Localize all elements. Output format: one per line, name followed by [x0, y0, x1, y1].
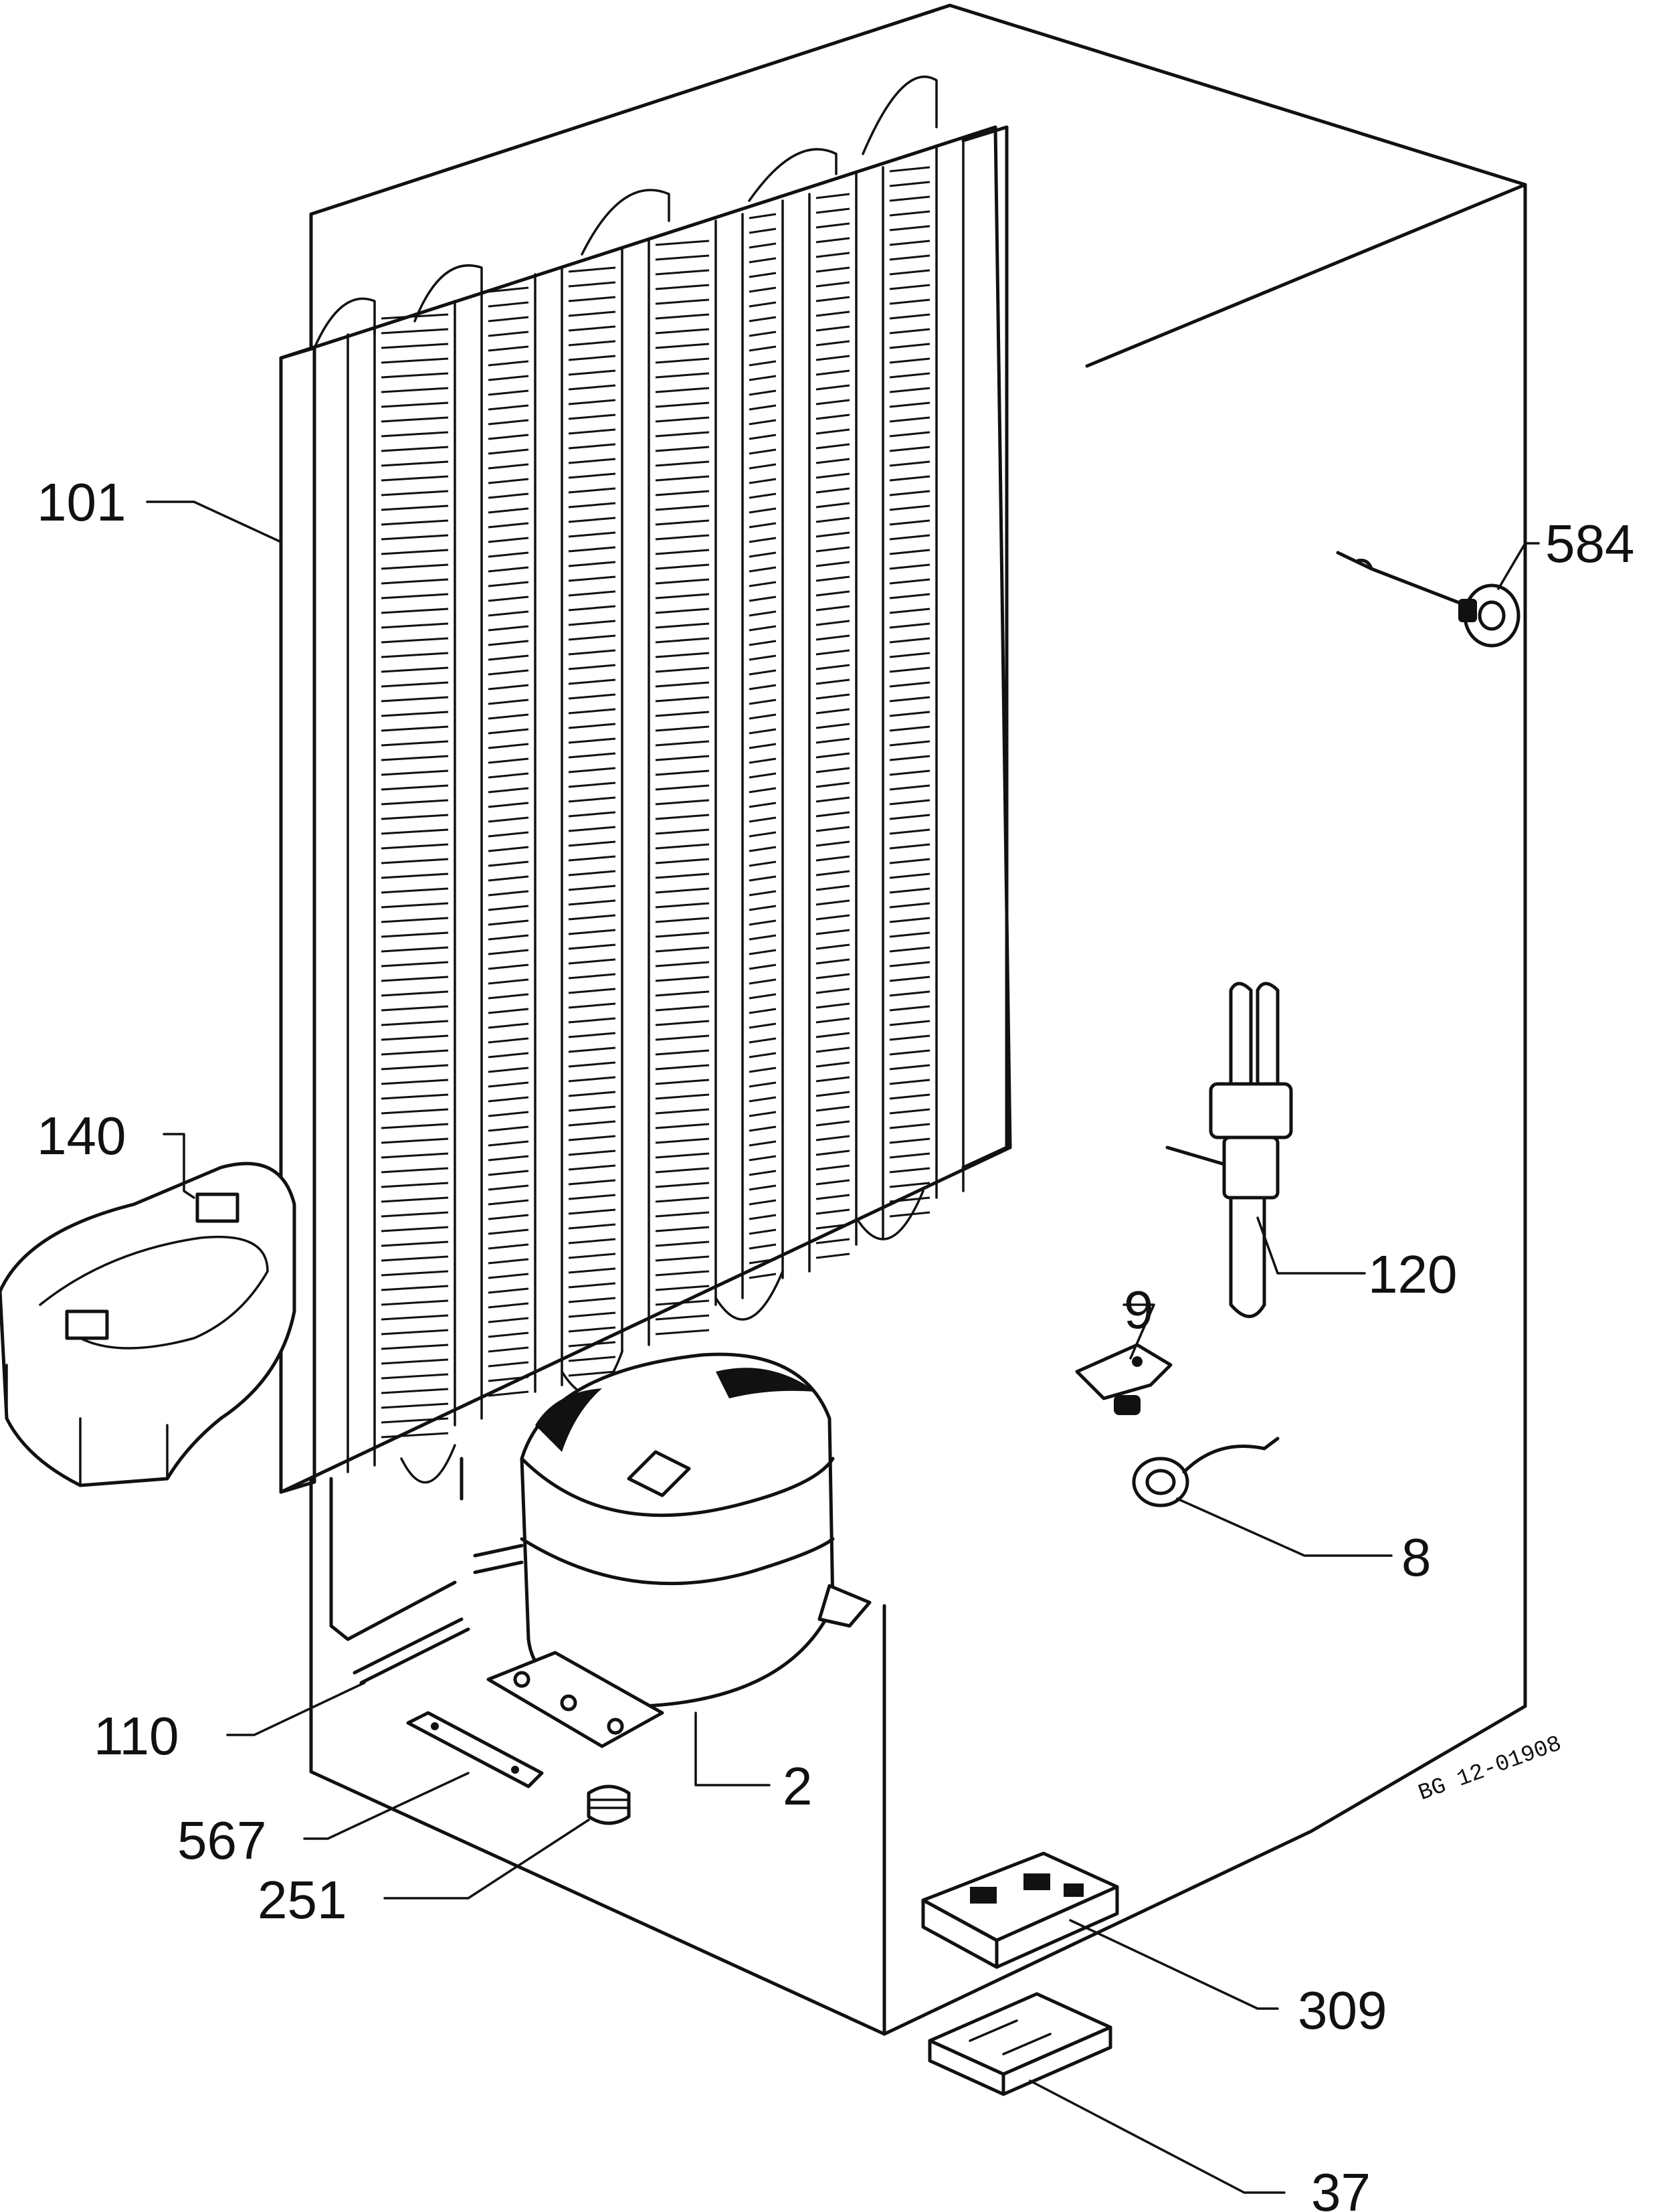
- drawing-code: BG 12-01908: [1415, 1732, 1565, 1807]
- condenser-fins: [381, 166, 930, 1439]
- part-120: [1165, 982, 1293, 1318]
- callout-140: 140: [37, 1106, 126, 1166]
- part-584: [1336, 551, 1520, 648]
- callout-584: 584: [1545, 514, 1634, 573]
- drip-tray-140: [0, 1162, 296, 1487]
- callout-251: 251: [258, 1870, 347, 1930]
- compressor-2: [473, 1352, 872, 1748]
- leader-lines: [146, 500, 1540, 2194]
- part-9: [1075, 1343, 1173, 1415]
- callout-120: 120: [1368, 1245, 1457, 1304]
- callout-101: 101: [37, 472, 126, 532]
- callout-9: 9: [1124, 1280, 1154, 1340]
- callout-37: 37: [1311, 2162, 1371, 2212]
- part-251: [587, 1784, 631, 1825]
- part-567: [406, 1711, 544, 1788]
- callout-567: 567: [177, 1811, 266, 1870]
- callout-110: 110: [94, 1706, 179, 1766]
- callout-309: 309: [1298, 1980, 1387, 2040]
- callout-2: 2: [783, 1756, 813, 1816]
- callout-8: 8: [1401, 1528, 1432, 1587]
- part-110: [353, 1617, 470, 1685]
- condenser-tubes: [347, 139, 965, 1473]
- part-37: [928, 1992, 1112, 2096]
- condenser-101: [279, 76, 1012, 1641]
- part-309: [921, 1851, 1119, 1969]
- part-8: [1132, 1437, 1280, 1507]
- callout-labels: 101 584 140 120 9 8 110 2 567 251 309 37: [37, 472, 1634, 2212]
